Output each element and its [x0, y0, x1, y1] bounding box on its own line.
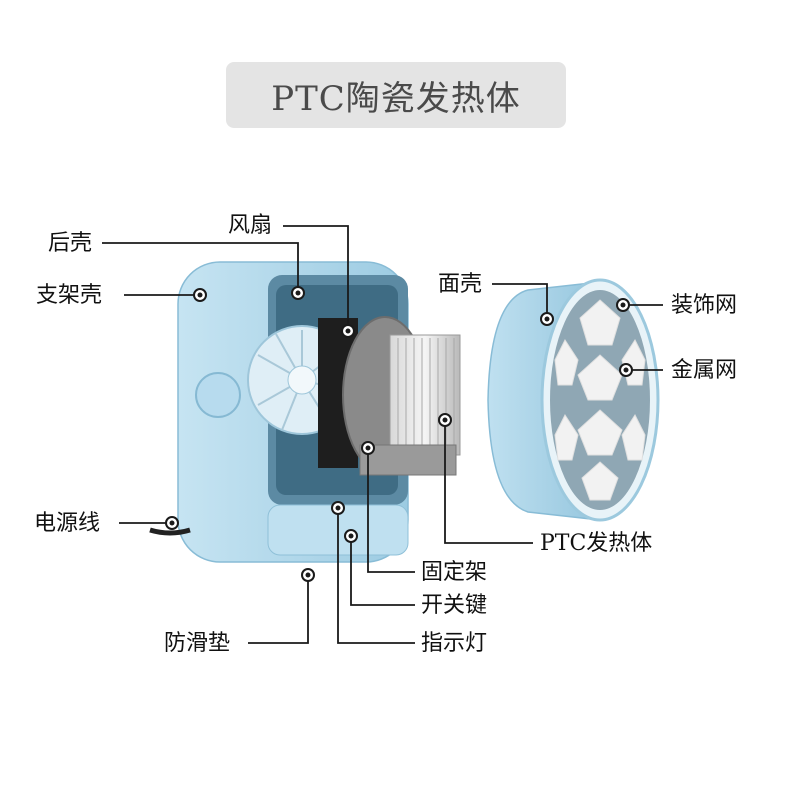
- ptc-heater-fins: [359, 334, 461, 476]
- label-switch-key: 开关键: [421, 593, 488, 618]
- label-indicator-light: 指示灯: [421, 631, 488, 656]
- title-banner: PTC陶瓷发热体: [226, 62, 566, 128]
- label-power-cord: 电源线: [34, 511, 101, 536]
- diagram-title: PTC陶瓷发热体: [271, 78, 521, 119]
- side-knob: [195, 372, 241, 418]
- decorative-mesh-pattern: [554, 299, 646, 501]
- label-anti-slip-pad: 防滑垫: [164, 631, 231, 656]
- leader-lines: [102, 225, 663, 644]
- label-fixing-frame: 固定架: [421, 560, 488, 585]
- label-bracket-shell: 支架壳: [36, 283, 103, 308]
- label-ptc-heater: PTC发热体: [540, 531, 653, 556]
- callout-markers: [165, 286, 633, 582]
- label-rear-shell: 后壳: [48, 231, 93, 256]
- label-front-shell: 面壳: [438, 272, 483, 297]
- label-metal-mesh: 金属网: [671, 358, 738, 383]
- label-fan: 风扇: [228, 213, 273, 238]
- label-decorative-mesh: 装饰网: [671, 293, 738, 318]
- power-cord-shape: [149, 527, 191, 536]
- front-shell-assembly: [487, 278, 660, 522]
